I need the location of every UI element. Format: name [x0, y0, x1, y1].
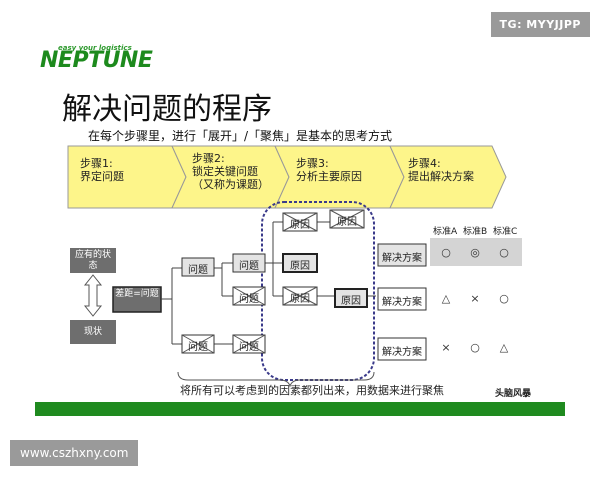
criteria-b-header: 标准B [463, 227, 488, 237]
evaluation-highlight-row [430, 238, 522, 266]
problem-label-5: 问题 [239, 342, 259, 353]
logo: NEPTUNE [40, 48, 153, 73]
criteria-a-header: 标准A [433, 227, 458, 237]
rating-1-a: ○ [441, 246, 451, 259]
cause-box-5 [334, 288, 368, 308]
watermark-top: TG: MYYJJPP [490, 12, 590, 37]
bottom-bar [35, 402, 565, 416]
rating-2-b: × [470, 292, 480, 305]
rating-2-c: ○ [499, 292, 509, 305]
step-arrow-4 [389, 145, 507, 209]
step-1-label: 步骤1:界定问题 [80, 157, 124, 183]
subtitle: 在每个步骤里，进行「展开」/「聚焦」是基本的思考方式 [88, 129, 393, 143]
cause-label-4: 原因 [290, 294, 310, 305]
step-2-label: 步骤2:锁定关键问题（又称为课题） [192, 152, 269, 191]
gap-label: 差距=问题 [115, 289, 159, 299]
connectors [161, 221, 376, 345]
bottom-brace [177, 371, 375, 388]
problem-box-1 [181, 257, 215, 277]
double-arrow [83, 274, 103, 317]
problem-label-1: 问题 [188, 265, 208, 276]
solution-box-2 [377, 287, 427, 311]
problem-label-4: 问题 [188, 342, 208, 353]
page-title: 解决问题的程序 [62, 92, 272, 127]
rating-3-c: △ [499, 341, 509, 354]
current-state-box [70, 320, 116, 344]
solution-box-3 [377, 337, 427, 361]
solution-label-2: 解决方案 [382, 297, 422, 308]
cause-label-5: 原因 [341, 296, 361, 307]
current-state-label: 现状 [83, 327, 102, 337]
rating-1-b: ◎ [470, 246, 480, 259]
solution-label-3: 解决方案 [382, 347, 422, 358]
solution-box-1 [377, 243, 427, 267]
ideal-state-label: 应有的状态 [74, 250, 111, 271]
problem-box-2 [232, 253, 266, 273]
rating-3-a: × [441, 341, 451, 354]
solution-label-1: 解决方案 [382, 253, 422, 264]
problem-label-3: 问题 [239, 294, 259, 305]
rating-1-c: ○ [499, 246, 509, 259]
logo-tagline: easy your logistics [58, 44, 132, 52]
step-4-label: 步骤4:提出解决方案 [408, 157, 474, 183]
brand-label: 头脑风暴 [495, 389, 532, 399]
rating-3-b: ○ [470, 341, 480, 354]
footer-note: 将所有可以考虑到的因素都列出来，用数据来进行聚焦 [180, 384, 444, 397]
step-3-label: 步骤3:分析主要原因 [296, 157, 362, 183]
gap-box [112, 286, 162, 313]
problem-label-2: 问题 [239, 261, 259, 272]
criteria-c-header: 标准C [493, 227, 518, 237]
cause-label-2: 原因 [337, 217, 357, 228]
ideal-state-box [70, 248, 116, 273]
cause-box-3 [282, 253, 318, 273]
cause-label-1: 原因 [290, 220, 310, 231]
watermark-bottom: www.cszhxny.com [10, 440, 139, 466]
cause-label-3: 原因 [290, 261, 310, 272]
rating-2-a: △ [441, 292, 451, 305]
